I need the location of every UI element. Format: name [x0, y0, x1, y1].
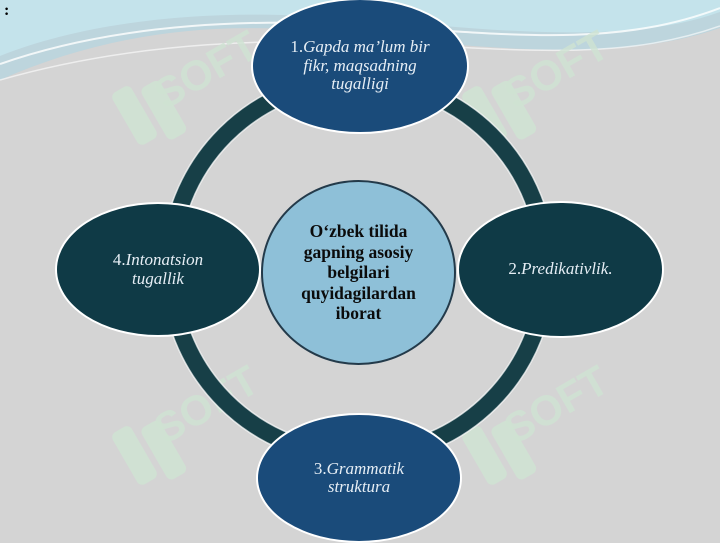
- node-4-intonational-completeness: 4.Intonatsion tugallik: [55, 202, 261, 337]
- center-concept: O‘zbek tilida gapning asosiy belgilari q…: [261, 180, 456, 365]
- node-2-label: 2.Predikativlik.: [508, 259, 613, 279]
- node-3-grammatical-structure: 3.Grammatik struktura: [256, 413, 462, 543]
- node-3-label: 3.Grammatik struktura: [313, 458, 405, 496]
- center-concept-label: O‘zbek tilida gapning asosiy belgilari q…: [301, 220, 416, 324]
- node-1-label: 1.Gapda ma’lum bir fikr, maqsadning tuga…: [290, 37, 430, 94]
- node-1-message-completeness: 1.Gapda ma’lum bir fikr, maqsadning tuga…: [251, 0, 469, 134]
- node-4-label: 4.Intonatsion tugallik: [112, 250, 204, 288]
- node-2-predicativity: 2.Predikativlik.: [457, 201, 664, 338]
- swoosh-decoration: [0, 0, 720, 56]
- corner-mark: :: [4, 2, 10, 19]
